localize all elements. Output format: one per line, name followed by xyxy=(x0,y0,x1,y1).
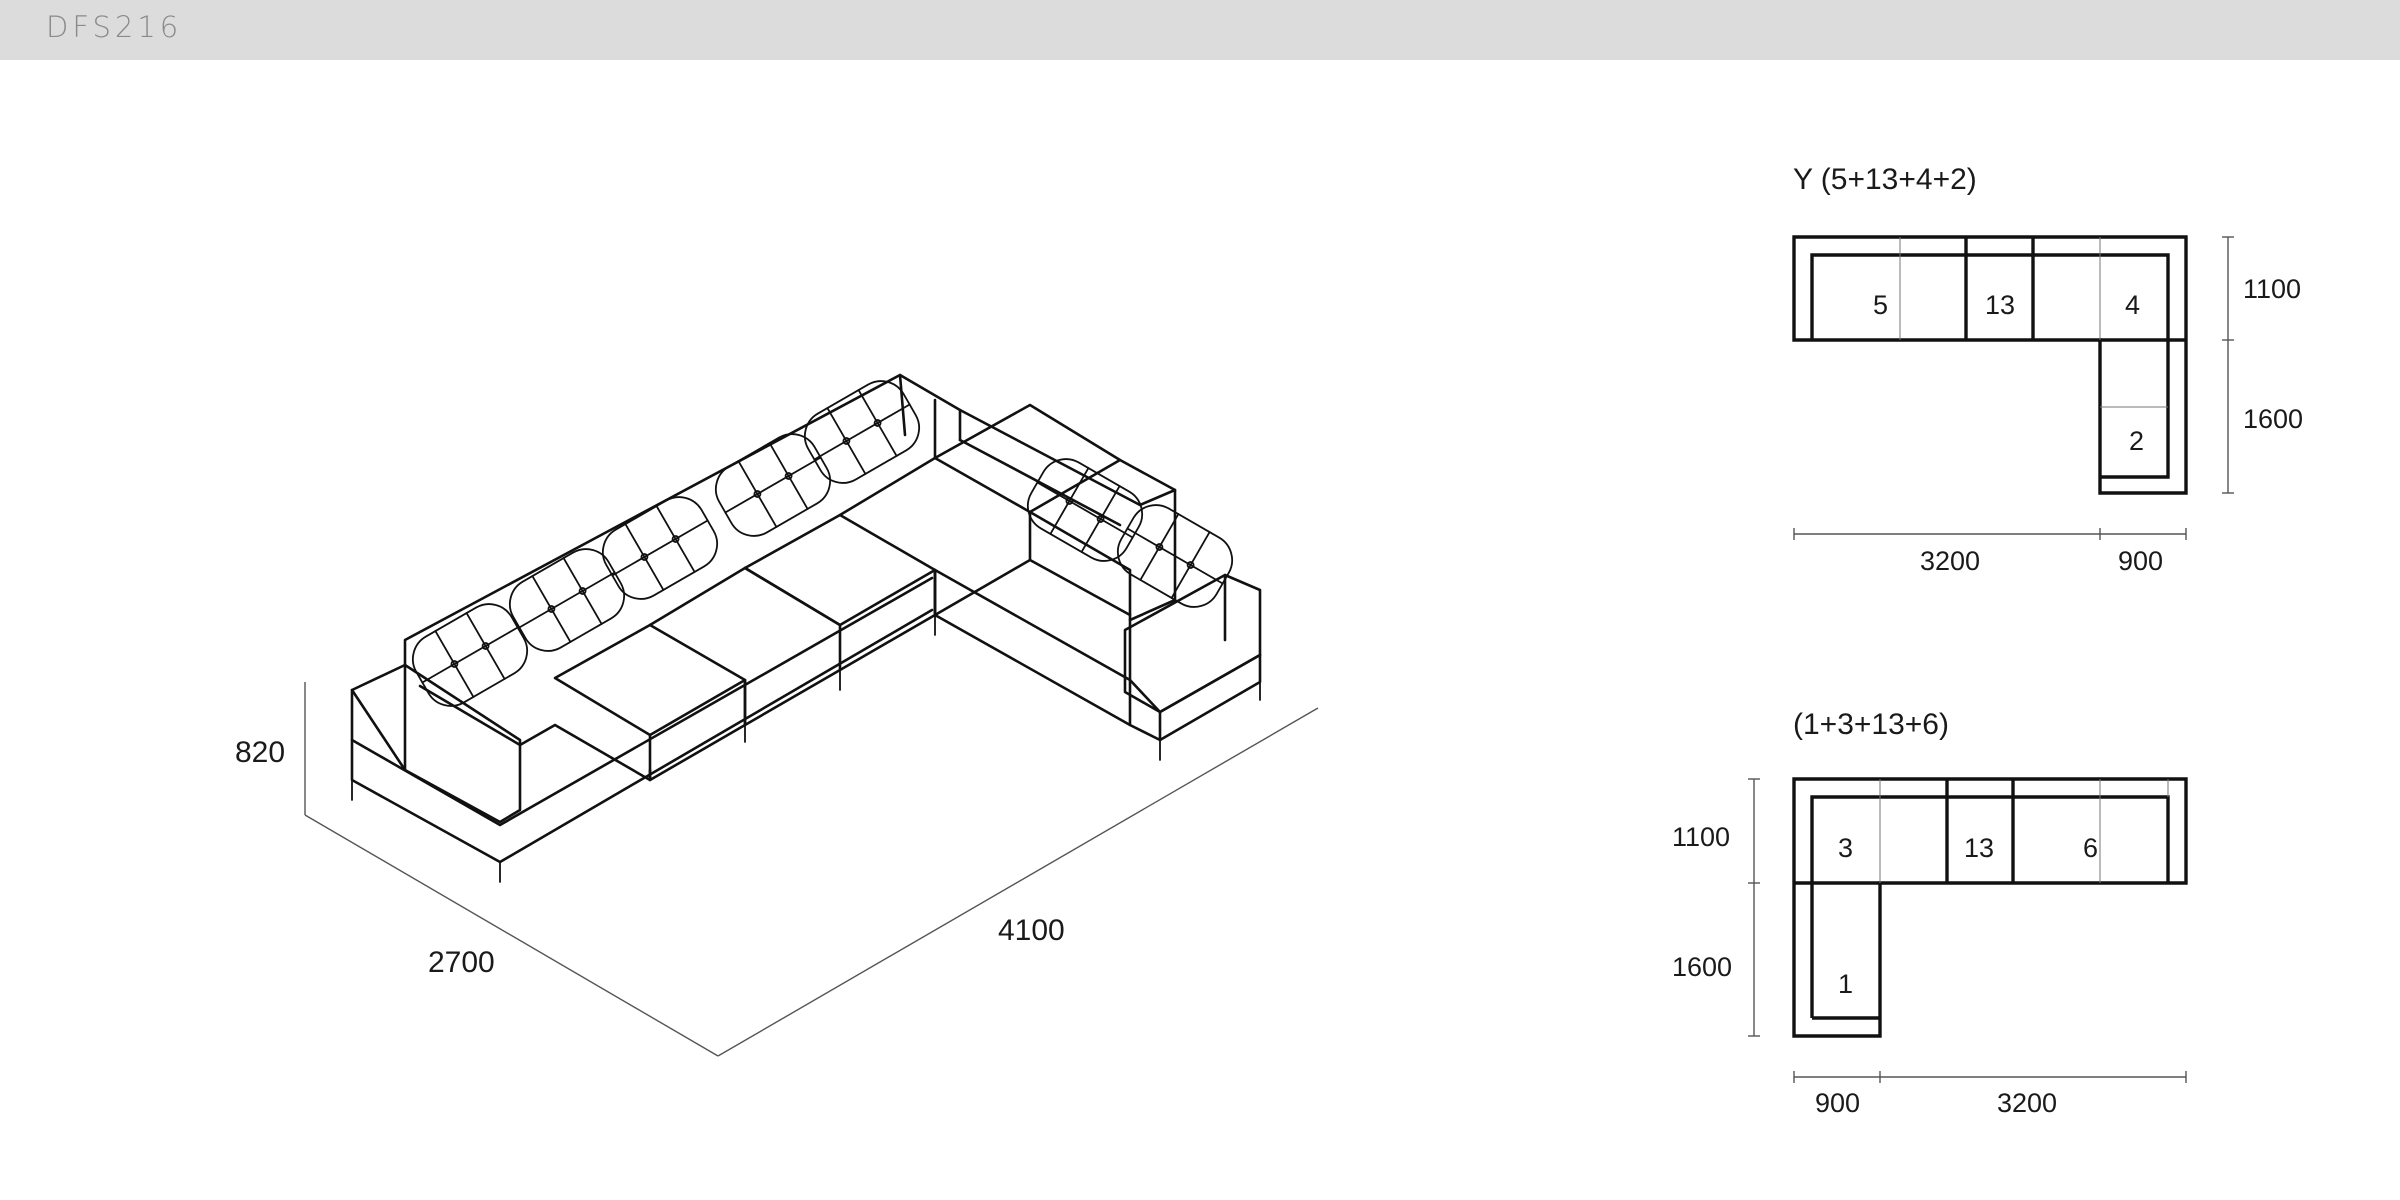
depth-dimension-line xyxy=(304,814,719,1057)
height-label: 820 xyxy=(235,736,285,769)
module-3: 3 xyxy=(1838,833,1853,863)
product-code: DFS216 xyxy=(46,10,183,44)
dim-1600-left: 1600 xyxy=(1672,952,1732,982)
module-13: 13 xyxy=(1985,290,2015,320)
plan-top-title: Y (5+13+4+2) xyxy=(1793,163,1977,196)
dim-900-top-plan: 900 xyxy=(2118,546,2163,576)
length-dimension-line xyxy=(717,707,1319,1057)
module-5: 5 xyxy=(1873,290,1888,320)
dim-3200-bottom-plan: 3200 xyxy=(1997,1088,2057,1118)
plan-view-top: Y (5+13+4+2) 5 13 4 2 1100 1600 3200 900 xyxy=(1792,163,2303,576)
module-13-bottom: 13 xyxy=(1964,833,1994,863)
depth-label: 2700 xyxy=(428,946,495,979)
dim-3200-top-plan: 3200 xyxy=(1920,546,1980,576)
module-2: 2 xyxy=(2129,426,2144,456)
length-label: 4100 xyxy=(998,914,1065,947)
plan-bottom-title: (1+3+13+6) xyxy=(1793,708,1949,741)
dim-1600-right: 1600 xyxy=(2243,404,2303,434)
dim-1100-left: 1100 xyxy=(1672,822,1730,852)
dim-1100-right: 1100 xyxy=(2243,274,2301,304)
dim-900-bottom-plan: 900 xyxy=(1815,1088,1860,1118)
module-4: 4 xyxy=(2125,290,2140,320)
isometric-sofa: 820 2700 4100 xyxy=(235,373,1319,1057)
module-6: 6 xyxy=(2083,833,2098,863)
plan-view-bottom: (1+3+13+6) 3 13 6 1 1100 1600 900 3200 xyxy=(1672,708,2188,1118)
module-1: 1 xyxy=(1838,969,1853,999)
header-bar: DFS216 xyxy=(0,0,2400,60)
drawing-sheet: 820 2700 4100 Y (5+13+4+2) 5 13 4 2 1100… xyxy=(235,163,2303,1118)
